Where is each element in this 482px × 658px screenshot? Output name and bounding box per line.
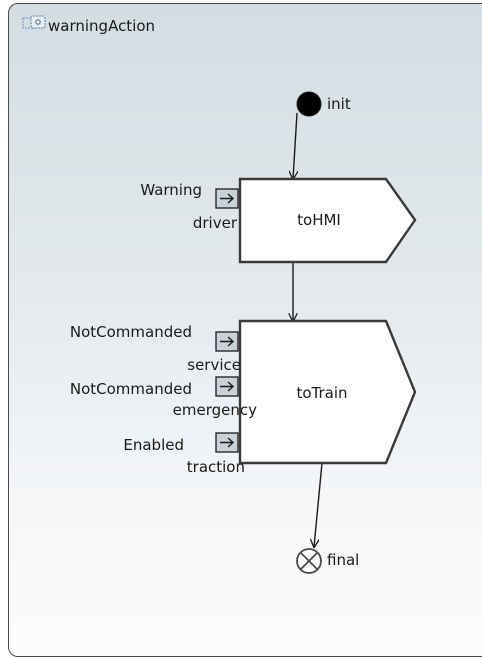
flow-init-to-tohmi[interactable] xyxy=(293,112,297,179)
activity-title: warningAction xyxy=(48,17,155,35)
pin-service-name: service xyxy=(187,356,241,374)
action-tohmi[interactable] xyxy=(238,177,417,264)
action-totrain[interactable] xyxy=(238,319,417,465)
pin-traction-name: traction xyxy=(187,458,245,476)
pin-service-value: NotCommanded xyxy=(70,323,192,341)
pin-traction[interactable] xyxy=(215,432,239,453)
pin-driver[interactable] xyxy=(215,188,239,209)
final-node-label: final xyxy=(327,551,359,569)
activity-icon xyxy=(22,15,46,29)
pin-traction-value: Enabled xyxy=(123,436,184,454)
pin-emergency-value: NotCommanded xyxy=(70,380,192,398)
initial-node-label: init xyxy=(327,95,351,113)
pin-driver-value: Warning xyxy=(140,181,202,199)
pin-emergency[interactable] xyxy=(215,376,239,397)
pin-emergency-name: emergency xyxy=(173,401,257,419)
action-tohmi-label: toHMI xyxy=(297,211,341,229)
pin-service[interactable] xyxy=(215,331,239,352)
flow-totrain-to-final[interactable] xyxy=(314,462,323,547)
initial-node[interactable] xyxy=(296,91,322,117)
pin-driver-name: driver xyxy=(193,214,238,232)
action-totrain-label: toTrain xyxy=(296,384,347,402)
final-node[interactable] xyxy=(296,548,322,574)
